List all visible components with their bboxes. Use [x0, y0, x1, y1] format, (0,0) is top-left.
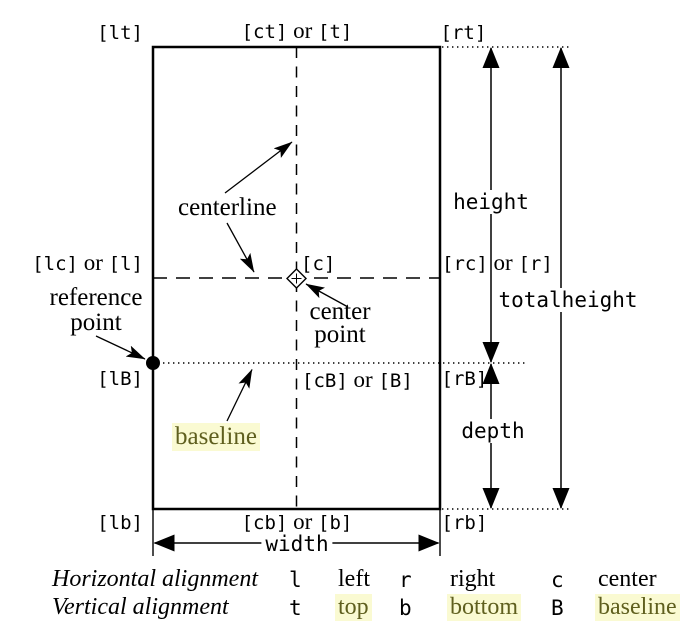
center-point-arrow — [305, 283, 349, 308]
anchor-label-cB: [cB] or [B] — [302, 367, 413, 392]
anchor-label-lB: [lB] — [97, 368, 143, 390]
anchor-label-c: [c] — [301, 253, 336, 275]
anchor-label-cb: [cb] or [b] — [241, 509, 353, 534]
legend-value-bottom: bottom — [447, 594, 522, 621]
legend-row1-label: Horizontal alignment — [52, 566, 259, 592]
legend-value-top: top — [335, 594, 372, 621]
legend-row2-label: Vertical alignment — [52, 594, 229, 620]
anchor-label-rt: [rt] — [440, 22, 487, 44]
legend-key-t: t — [289, 596, 302, 620]
center-point-marker — [286, 268, 307, 289]
height-label: height — [449, 190, 533, 214]
legend-key-r: r — [399, 568, 412, 592]
reference-point-arrow — [95, 335, 146, 360]
centerline-label: centerline — [178, 194, 277, 221]
depth-label: depth — [457, 419, 529, 443]
anchor-label-ct: [ct] or [t] — [241, 18, 353, 43]
legend-key-l: l — [289, 568, 302, 592]
centerline-arrow-vertical — [224, 141, 293, 194]
legend-value-baseline: baseline — [595, 594, 680, 621]
baseline-label: baseline — [172, 423, 260, 451]
anchor-label-rB: [rB] — [441, 368, 488, 390]
legend-value-center: center — [598, 566, 657, 592]
reference-point-dot — [146, 356, 160, 370]
anchor-label-lb: [lb] — [97, 512, 143, 534]
anchor-label-lc: [lc] or [l] — [32, 250, 143, 275]
centerline-arrow-horizontal — [226, 222, 255, 273]
anchor-label-lt: [lt] — [97, 22, 143, 44]
width-label: width — [261, 532, 333, 556]
baseline-arrow — [226, 369, 253, 422]
legend-key-B: B — [551, 596, 564, 620]
legend-value-right: right — [450, 566, 496, 592]
anchor-label-rb: [rb] — [441, 512, 488, 534]
legend-key-b: b — [399, 596, 412, 620]
anchor-label-rc: [rc] or [r] — [442, 250, 553, 275]
totalheight-label: totalheight — [494, 288, 642, 312]
legend-key-c: c — [551, 568, 564, 592]
legend-value-left: left — [338, 566, 370, 592]
